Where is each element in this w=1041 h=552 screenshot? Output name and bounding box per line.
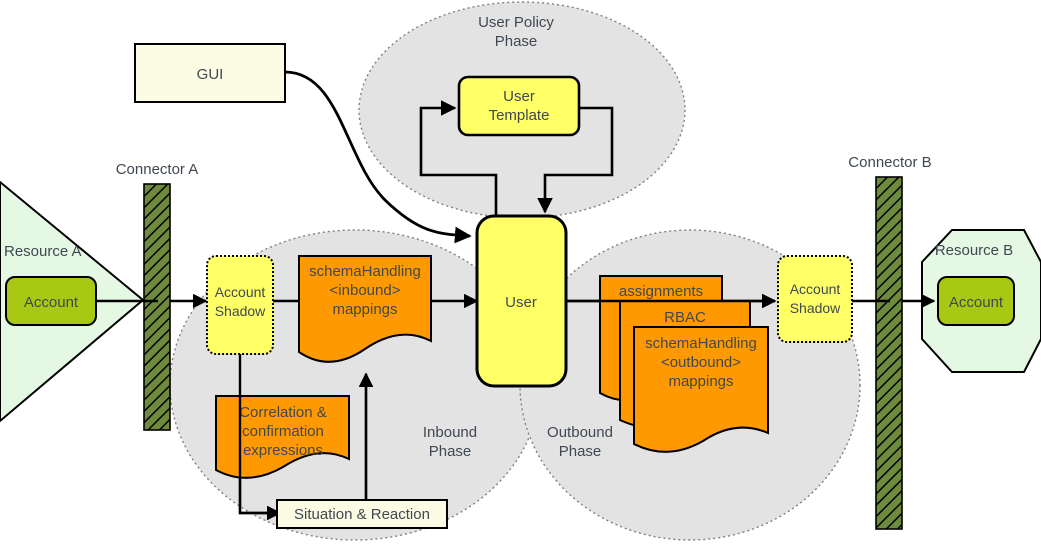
flow-template-to-user xyxy=(537,106,614,214)
schemahandling-inbound-line1: schemaHandling xyxy=(309,263,421,280)
user-policy-phase-label: User Policy xyxy=(478,14,554,31)
correlation-expressions-doc[interactable] xyxy=(215,395,350,479)
user-template-line1: User xyxy=(503,88,535,105)
resource-b-label: Resource B xyxy=(935,242,1013,259)
account-shadow-right-line1: Account xyxy=(790,281,841,297)
outbound-phase-label: Outbound xyxy=(547,424,613,441)
schemahandling-inbound-line2: <inbound> xyxy=(330,282,401,299)
flow-gui-to-user xyxy=(284,70,472,244)
inbound-phase-label-2: Phase xyxy=(429,443,472,460)
schemahandling-outbound-line3: mappings xyxy=(668,373,733,390)
account-shadow-left-line1: Account xyxy=(215,284,266,300)
flow-user-to-template xyxy=(419,100,498,217)
resource-b-account-label: Account xyxy=(949,294,1004,311)
correlation-line1: Correlation & xyxy=(239,404,327,421)
assignments-label: assignments xyxy=(619,283,703,300)
rbac-label: RBAC xyxy=(664,309,706,326)
account-shadow-right-line2: Shadow xyxy=(790,300,841,316)
account-shadow-right-box[interactable] xyxy=(777,255,853,343)
user-policy-phase-label-2: Phase xyxy=(495,33,538,50)
schemahandling-outbound-line2: <outbound> xyxy=(661,354,741,371)
connector-a-label: Connector A xyxy=(116,161,199,178)
situation-reaction-label: Situation & Reaction xyxy=(294,506,430,523)
user-template-box[interactable] xyxy=(457,75,581,137)
resource-a-label: Resource A xyxy=(4,243,82,260)
schemahandling-outbound-doc[interactable] xyxy=(633,326,769,453)
user-box[interactable] xyxy=(475,214,568,388)
inbound-phase-label: Inbound xyxy=(423,424,477,441)
schemahandling-outbound-line1: schemaHandling xyxy=(645,335,757,352)
flow-shadow-to-situation-overlay xyxy=(238,396,282,521)
gui-label: GUI xyxy=(197,66,224,83)
correlation-line3: expressions xyxy=(243,442,323,459)
user-template-line2: Template xyxy=(489,107,550,124)
schemahandling-inbound-doc[interactable] xyxy=(298,255,432,363)
gui-box[interactable] xyxy=(134,43,286,103)
user-label: User xyxy=(505,294,537,311)
resource-b-account-box[interactable] xyxy=(937,276,1015,326)
outbound-phase-label-2: Phase xyxy=(559,443,602,460)
account-shadow-left-line2: Shadow xyxy=(215,303,266,319)
schemahandling-inbound-line3: mappings xyxy=(332,301,397,318)
resource-a-account-label: Account xyxy=(24,294,79,311)
connector-b-label: Connector B xyxy=(848,154,931,171)
connector-a-bar xyxy=(143,183,171,431)
correlation-line2: confirmation xyxy=(242,423,324,440)
connector-b-bar xyxy=(875,176,903,530)
account-shadow-left-box[interactable] xyxy=(206,255,274,355)
situation-reaction-box[interactable] xyxy=(276,499,448,529)
